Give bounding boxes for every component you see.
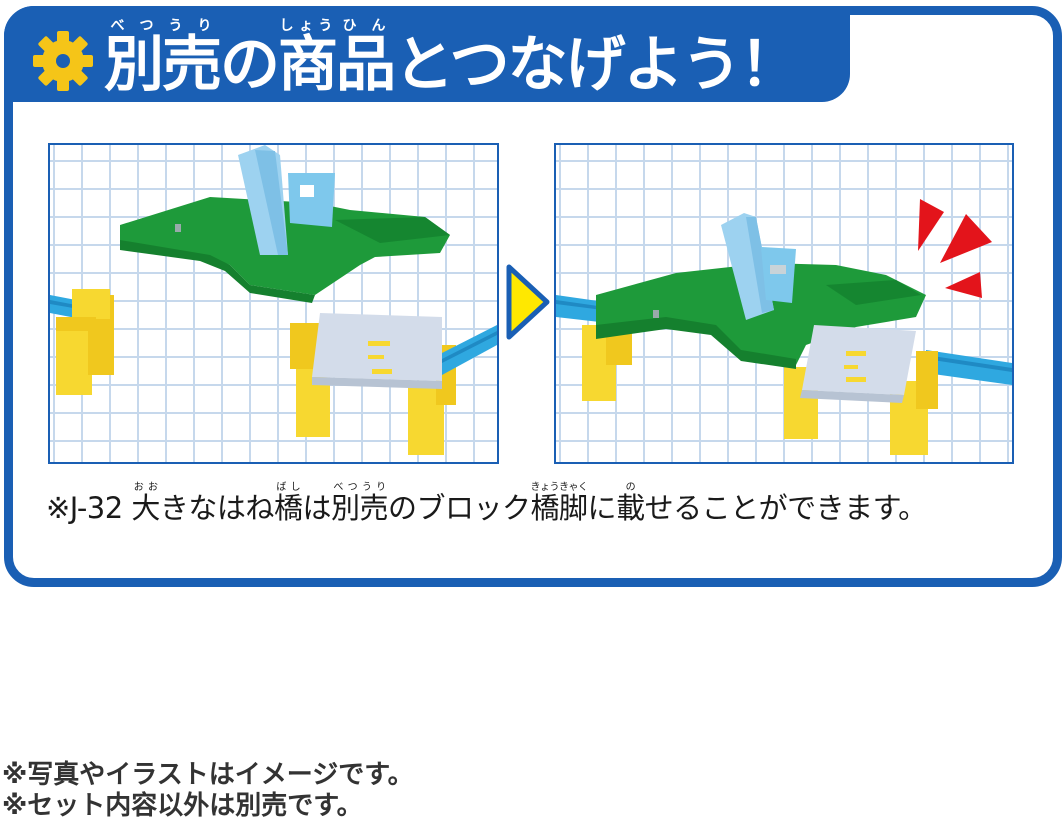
caption-ruby: 橋ばし bbox=[273, 482, 303, 525]
title-text: とつなげよう！ bbox=[394, 30, 800, 100]
header-banner bbox=[4, 6, 850, 102]
gear-icon bbox=[33, 31, 93, 91]
connected-bridge-illustration bbox=[556, 199, 1012, 455]
caption-text: ※J-32 bbox=[46, 491, 132, 525]
compatibility-caption: ※J-32 大おおきなはね橋ばしは別べつ売うりのブロック橋きょう脚きゃくに載のせ… bbox=[46, 482, 927, 527]
bridge-parts-illustration bbox=[50, 145, 497, 455]
red-burst-icon bbox=[918, 199, 992, 298]
note-image-disclaimer: ※写真やイラストはイメージです。 bbox=[2, 760, 414, 790]
play-arrow-icon bbox=[506, 264, 550, 340]
caption-ruby: 橋きょう bbox=[530, 482, 560, 525]
caption-text: は bbox=[302, 491, 331, 525]
caption-text: きなはね bbox=[159, 491, 275, 525]
caption-ruby: 売うり bbox=[359, 482, 388, 525]
caption-text: に bbox=[587, 491, 617, 525]
title-char: 品ひん bbox=[336, 18, 396, 100]
disclaimer-notes: ※写真やイラストはイメージです。 ※セット内容以外は別売です。 bbox=[2, 760, 414, 822]
caption-ruby: 載の bbox=[616, 482, 645, 525]
caption-ruby: 大おお bbox=[131, 482, 160, 525]
after-illustration-panel bbox=[554, 143, 1014, 464]
title-char: 別べつ bbox=[104, 18, 164, 100]
note-sold-separately: ※セット内容以外は別売です。 bbox=[2, 791, 363, 821]
before-illustration-panel bbox=[48, 143, 499, 464]
caption-text: のブロック bbox=[388, 491, 531, 525]
caption-ruby: 別べつ bbox=[330, 482, 360, 525]
title-text: の bbox=[220, 30, 280, 100]
title-char: 売うり bbox=[162, 18, 222, 100]
caption-ruby: 脚きゃく bbox=[559, 482, 588, 525]
title-char: 商しょう bbox=[278, 18, 338, 100]
caption-text: せることができます。 bbox=[644, 491, 928, 525]
page-title: 別べつ売うりの商しょう品ひんとつなげよう！ bbox=[104, 18, 800, 100]
